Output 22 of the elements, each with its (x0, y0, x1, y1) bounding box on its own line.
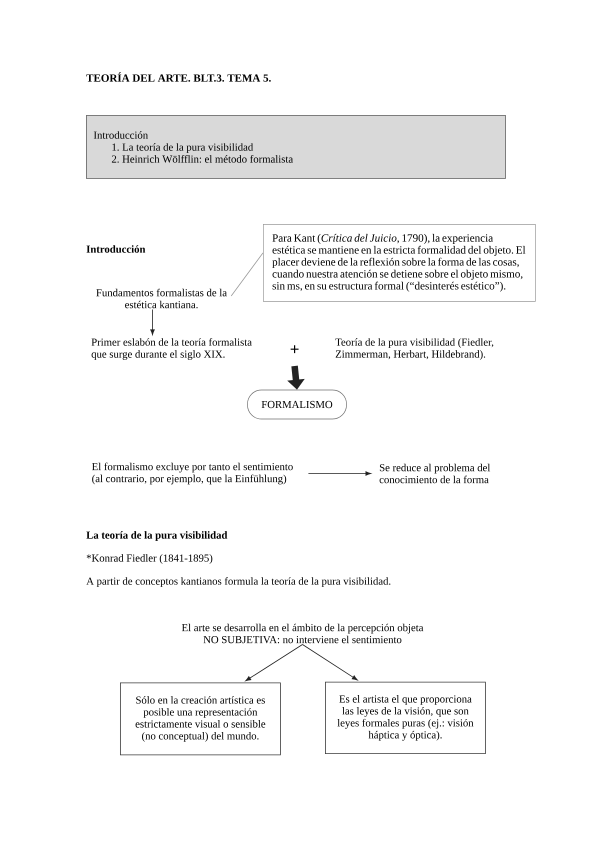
arrow (150, 309, 155, 336)
concept-label: Se reduce al problema del conocimiento de la forma (380, 464, 490, 484)
text-box: Es el artista el que proporciona las leyes de la visión, que son leyes formales puras (ej.: visión háptica y óptica). (325, 682, 486, 754)
title: TEORÍA DEL ARTE. BLT.3. TEMA 5. (86, 72, 271, 82)
concept-label: El formalismo excluye por tanto el sentimiento (al contrario, por ejemplo, que la Einfühlung) (92, 462, 293, 484)
outline-box: Introducción 1. La teoría de la pura visibilidad 2. Heinrich Wölfflin: el método formalista (86, 115, 506, 179)
section-heading: Introducción (86, 245, 146, 253)
concept-label: Fundamentos formalistas de la estética kantiana. (96, 288, 227, 308)
arrow (302, 644, 358, 680)
quote-box: Para Kant (Crítica del Juicio, 1790), la experiencia estética se mantiene en la estricta formalidad del objeto. El placer deviene de la reflexión sobre la forma de las cosas, cuando nuestra atención se detiene sobre el objeto mismo, sin ms, en su estructura formal (“desinterés estético”). (263, 224, 536, 302)
leader-line (230, 252, 264, 296)
plus-sign: + (290, 345, 299, 354)
paragraph: A partir de conceptos kantianos formula la teoría de la pura visibilidad. (86, 577, 390, 587)
concept-label: El arte se desarrolla en el ámbito de la percepción objeta NO SUBJETIVA: no interviene el sentimiento (182, 624, 424, 644)
arrow (245, 644, 303, 682)
text-box: Sólo en la creación artística es posible una representación estrictamente visual o sensible (no conceptual) del mundo. (120, 682, 281, 756)
rounded-box: FORMALISMO (247, 390, 347, 420)
concept-label: Primer eslabón de la teoría formalista que surge durante el siglo XIX. (92, 338, 252, 360)
section-heading: La teoría de la pura visibilidad (86, 531, 228, 541)
text-line: *Konrad Fiedler (1841-1895) (86, 554, 212, 564)
arrow (308, 471, 372, 476)
concept-label: Teoría de la pura visibilidad (Fiedler, Zimmerman, Herbart, Hildebrand). (335, 338, 494, 360)
